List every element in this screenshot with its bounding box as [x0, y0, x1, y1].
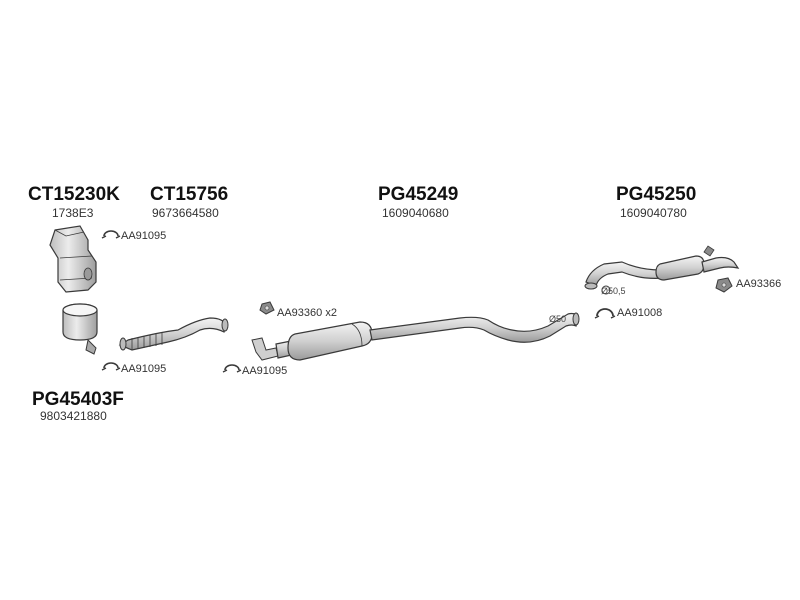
- part-code-cat-secondary: CT15756: [150, 184, 229, 205]
- callout-mount-rear: AA93366: [736, 278, 782, 290]
- clamp-icon: [101, 362, 121, 371]
- callout-clamp-cat-top: AA91095: [121, 230, 167, 242]
- oe-number-cat-primary: 1738E3: [52, 206, 94, 220]
- part-code-filter: PG45403F: [32, 389, 124, 410]
- part-code-cat-primary: CT15230K: [28, 184, 120, 205]
- callout-mount-middle: AA93360 x2: [277, 307, 337, 319]
- callout-clamp-rear: AA91008: [617, 307, 663, 319]
- rubber-mount-icon: [259, 301, 275, 315]
- middle-silencer: [251, 312, 580, 361]
- catalytic-converter-primary: [49, 225, 97, 293]
- callout-clamp-front-pipe: AA91095: [242, 365, 288, 377]
- clamp-icon: [222, 364, 242, 373]
- clamp-icon: [594, 308, 616, 319]
- diameter-ring-icon: [601, 285, 611, 295]
- part-code-rear-silencer: PG45250: [616, 184, 697, 205]
- clamp-icon: [101, 230, 121, 239]
- oe-number-cat-secondary: 9673664580: [152, 206, 219, 220]
- oe-number-middle-silencer: 1609040680: [382, 206, 449, 220]
- oe-number-rear-silencer: 1609040780: [620, 206, 687, 220]
- rear-silencer: [584, 245, 740, 290]
- rubber-mount-icon: [715, 277, 733, 293]
- callout-clamp-filter: AA91095: [121, 363, 167, 375]
- dimension-middle-pipe: Ø50: [549, 314, 567, 324]
- dimension-rear-pipe: Ø50,5: [601, 286, 626, 296]
- oe-number-filter: 9803421880: [40, 409, 107, 423]
- particulate-filter: [62, 303, 98, 355]
- front-flex-pipe: [118, 317, 229, 351]
- part-code-middle-silencer: PG45249: [378, 184, 459, 205]
